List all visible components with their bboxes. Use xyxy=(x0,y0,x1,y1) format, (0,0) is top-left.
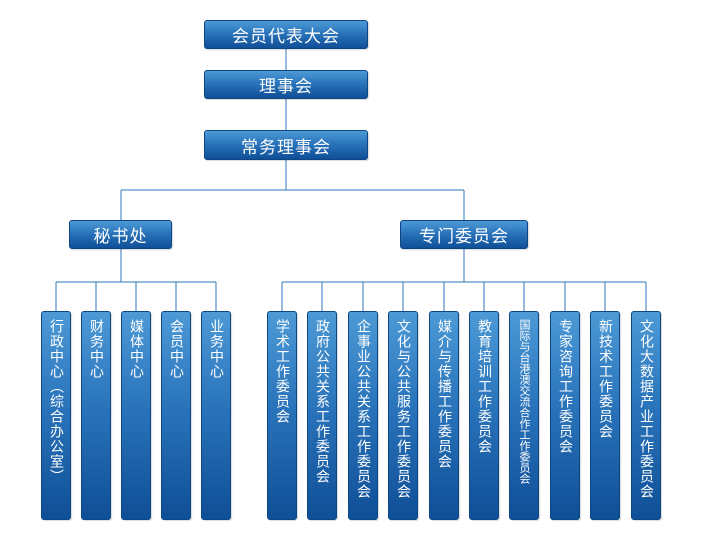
node-admin-center: 行政中心（综合办公室） xyxy=(41,311,71,520)
node-label: 媒介与传播工作委员会 xyxy=(436,319,452,469)
node-special-committees: 专门委员会 xyxy=(400,220,528,249)
node-label: 会员中心 xyxy=(168,319,184,379)
node-label: 文化大数据产业工作委员会 xyxy=(638,319,654,499)
node-member-assembly: 会员代表大会 xyxy=(204,20,368,49)
node-label: 专家咨询工作委员会 xyxy=(557,319,573,454)
node-label: 秘书处 xyxy=(93,227,148,247)
node-media-center: 媒体中心 xyxy=(121,311,151,520)
node-international-exchange-committee: 国际与台港澳交流合作工作委员会 xyxy=(509,311,539,520)
node-label: 财务中心 xyxy=(88,319,104,379)
node-label: 常务理事会 xyxy=(241,137,331,158)
node-label: 政府公共关系工作委员会 xyxy=(314,319,330,484)
node-standing-council: 常务理事会 xyxy=(204,130,368,160)
node-government-pr-committee: 政府公共关系工作委员会 xyxy=(307,311,337,520)
node-label: 专门委员会 xyxy=(419,227,509,247)
node-secretariat: 秘书处 xyxy=(69,220,172,249)
node-education-training-committee: 教育培训工作委员会 xyxy=(469,311,499,520)
node-label: 企事业公共关系工作委员会 xyxy=(355,319,371,499)
node-member-center: 会员中心 xyxy=(161,311,191,520)
node-label: 文化与公共服务工作委员会 xyxy=(395,319,411,499)
node-label: 业务中心 xyxy=(208,319,224,379)
node-label: 会员代表大会 xyxy=(232,27,340,47)
node-culture-public-service-committee: 文化与公共服务工作委员会 xyxy=(388,311,418,520)
node-label: 行政中心（综合办公室） xyxy=(48,319,64,484)
node-label: 理事会 xyxy=(259,77,313,97)
node-culture-big-data-committee: 文化大数据产业工作委员会 xyxy=(631,311,661,520)
node-label: 国际与台港澳交流合作工作委员会 xyxy=(518,319,531,484)
node-label: 新技术工作委员会 xyxy=(597,319,613,439)
node-label: 学术工作委员会 xyxy=(274,319,290,424)
node-enterprise-pr-committee: 企事业公共关系工作委员会 xyxy=(348,311,378,520)
node-council: 理事会 xyxy=(204,70,368,99)
node-label: 媒体中心 xyxy=(128,319,144,379)
node-academic-committee: 学术工作委员会 xyxy=(267,311,297,520)
node-finance-center: 财务中心 xyxy=(81,311,111,520)
node-expert-consulting-committee: 专家咨询工作委员会 xyxy=(550,311,580,520)
node-new-technology-committee: 新技术工作委员会 xyxy=(590,311,620,520)
node-media-communication-committee: 媒介与传播工作委员会 xyxy=(429,311,459,520)
node-business-center: 业务中心 xyxy=(201,311,231,520)
node-label: 教育培训工作委员会 xyxy=(476,319,492,454)
